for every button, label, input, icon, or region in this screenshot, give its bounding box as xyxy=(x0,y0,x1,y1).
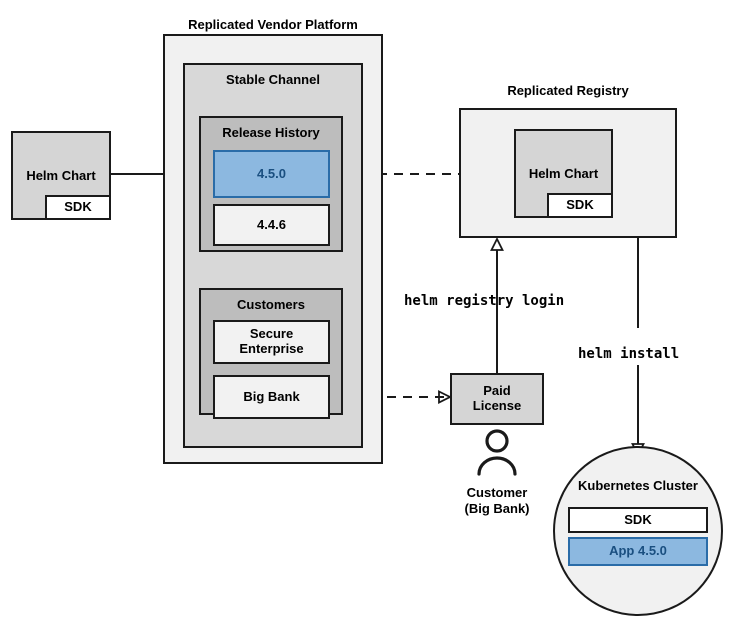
customer-secure-enterprise-label: Secure Enterprise xyxy=(239,326,304,356)
registry-sdk[interactable]: SDK xyxy=(547,193,613,218)
helm-chart-source-sdk-label: SDK xyxy=(64,199,92,215)
customer-actor-line1: Customer xyxy=(466,485,528,500)
command-helm-install: helm install xyxy=(578,346,680,362)
customer-actor-caption: Customer (Big Bank) xyxy=(437,485,557,518)
cluster-app-label: App 4.5.0 xyxy=(609,543,667,559)
customer-actor-line2: (Big Bank) xyxy=(464,501,530,517)
release-item-450-label: 4.5.0 xyxy=(257,165,286,181)
release-item-446-label: 4.4.6 xyxy=(257,216,286,232)
paid-license[interactable]: Paid License xyxy=(450,373,544,425)
customers-label: Customers xyxy=(237,297,305,312)
paid-license-line1: Paid xyxy=(483,383,511,399)
registry-sdk-label: SDK xyxy=(566,197,594,213)
customer-big-bank[interactable]: Big Bank xyxy=(213,375,330,419)
customer-big-bank-label: Big Bank xyxy=(243,388,300,404)
stable-channel-label: Stable Channel xyxy=(226,72,320,87)
cluster-sdk[interactable]: SDK xyxy=(568,507,708,533)
paid-license-line2: License xyxy=(472,398,522,413)
registry-helm-chart-label: Helm Chart xyxy=(528,166,599,181)
registry-title: Replicated Registry xyxy=(507,83,629,98)
release-item-450[interactable]: 4.5.0 xyxy=(213,150,330,198)
cluster-app[interactable]: App 4.5.0 xyxy=(568,537,708,566)
helm-chart-source-label: Helm Chart xyxy=(26,168,96,183)
customer-person-icon xyxy=(477,429,517,476)
helm-chart-source-sdk[interactable]: SDK xyxy=(45,195,111,220)
release-item-446[interactable]: 4.4.6 xyxy=(213,204,330,246)
kubernetes-cluster-label: Kubernetes Cluster xyxy=(578,478,698,493)
release-history-label: Release History xyxy=(222,125,320,140)
command-helm-registry-login: helm registry login xyxy=(404,293,565,309)
customer-secure-enterprise[interactable]: Secure Enterprise xyxy=(213,320,330,364)
platform-title: Replicated Vendor Platform xyxy=(188,17,358,32)
cluster-sdk-label: SDK xyxy=(624,511,652,527)
